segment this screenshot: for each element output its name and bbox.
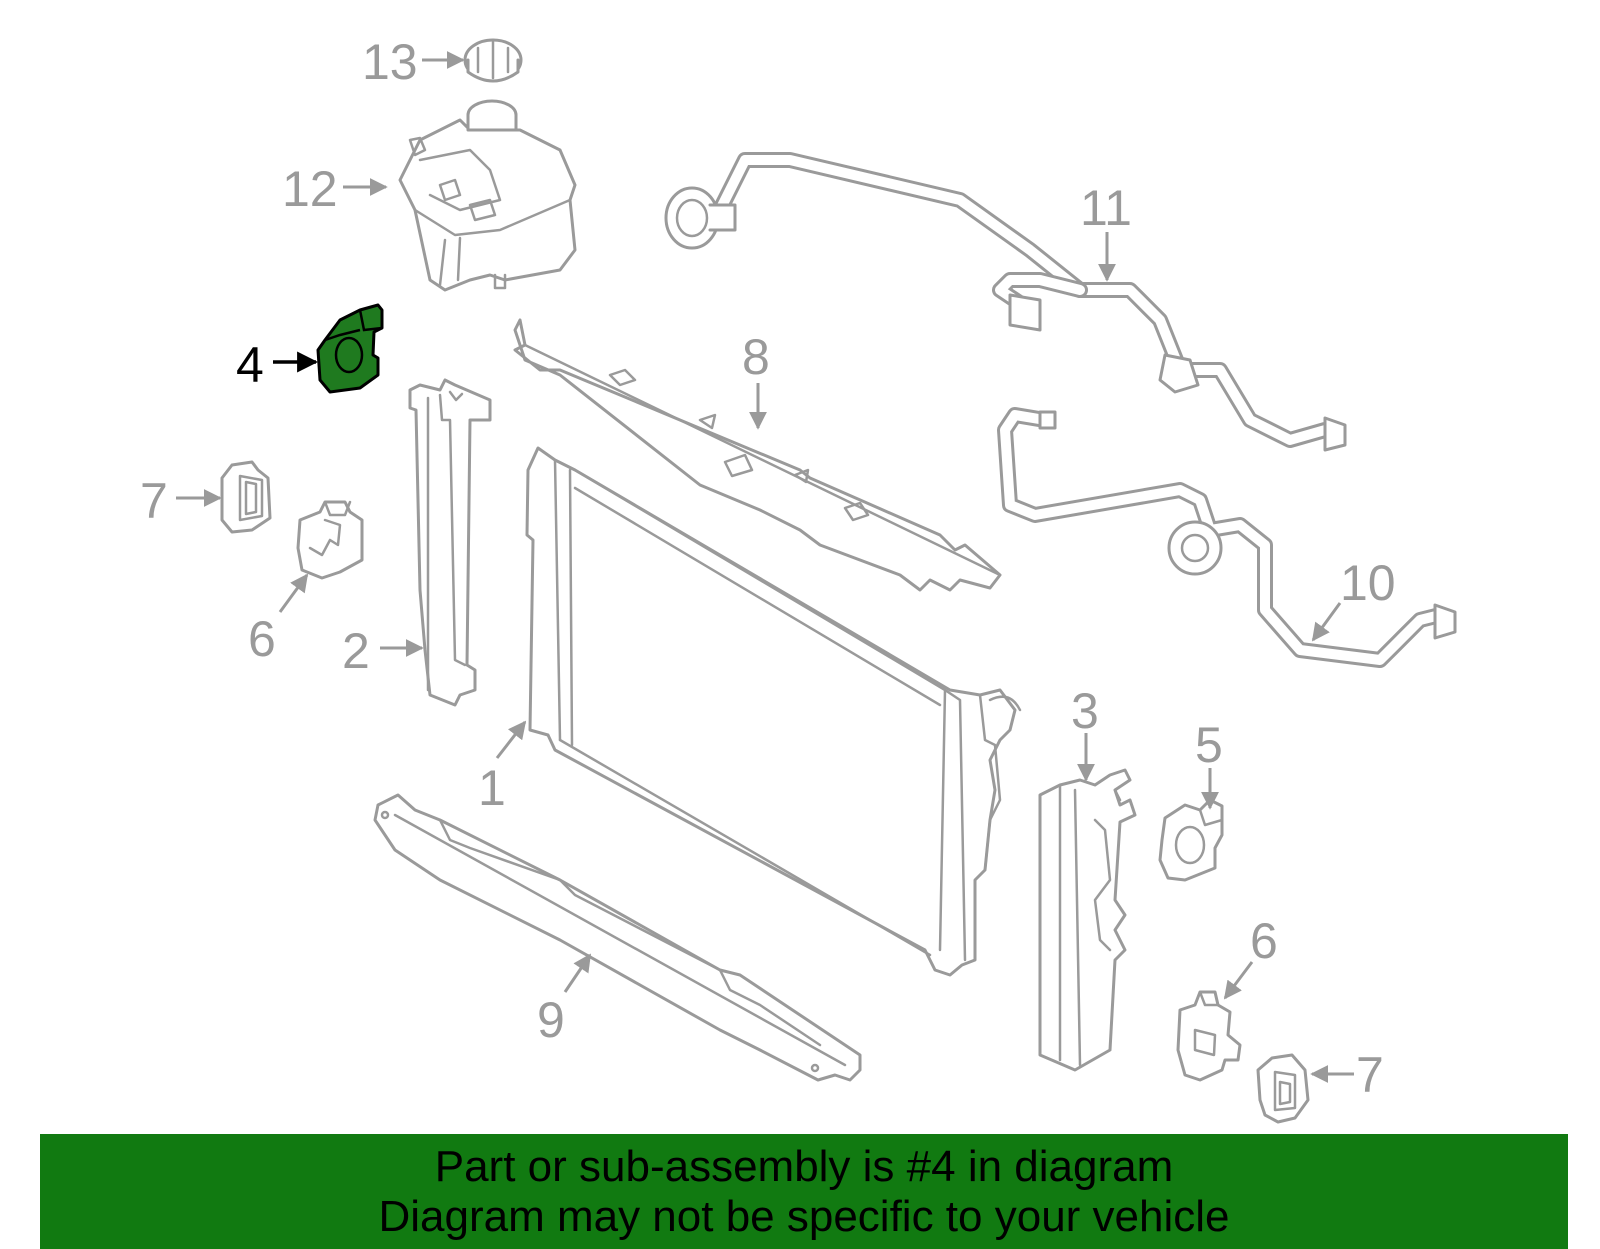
callout-10[interactable]: 10: [1340, 555, 1396, 611]
part-1-radiator[interactable]: [525, 446, 1022, 977]
leader-1: [495, 720, 527, 759]
banner-line-disclaimer: Diagram may not be specific to your vehi…: [378, 1191, 1230, 1241]
banner-line-part-number: Part or sub-assembly is #4 in diagram: [434, 1141, 1174, 1191]
callout-9[interactable]: 9: [537, 992, 565, 1048]
part-13-reservoir-cap[interactable]: [463, 38, 523, 83]
callout-7-right[interactable]: 7: [1356, 1047, 1384, 1103]
callout-7-left[interactable]: 7: [140, 473, 168, 529]
callout-11[interactable]: 11: [1080, 180, 1132, 236]
part-2-left-deflector[interactable]: [408, 378, 492, 707]
callout-13[interactable]: 13: [362, 34, 418, 90]
callout-6-left[interactable]: 6: [248, 611, 276, 667]
leader-9: [563, 953, 592, 993]
callout-5[interactable]: 5: [1195, 717, 1223, 773]
part-7-clip-left[interactable]: [220, 460, 272, 534]
callout-labels: 13 12 11 8 4 7 6 2 1 3 5 10 9 6 7: [140, 34, 1396, 1103]
part-11-upper-hose[interactable]: [664, 152, 1347, 452]
callout-8[interactable]: 8: [742, 329, 770, 385]
callout-1[interactable]: 1: [478, 760, 506, 816]
leader-6-right: [1223, 961, 1254, 1000]
callout-3[interactable]: 3: [1071, 683, 1099, 739]
part-3-right-deflector[interactable]: [1038, 768, 1137, 1072]
part-9-lower-deflector[interactable]: [373, 793, 862, 1082]
part-6-bracket-left[interactable]: [296, 500, 364, 580]
part-12-coolant-reservoir[interactable]: [398, 99, 577, 292]
part-4-bracket-highlighted[interactable]: [316, 303, 384, 394]
callout-12[interactable]: 12: [282, 161, 338, 217]
callout-4[interactable]: 4: [236, 337, 264, 393]
part-7-clip-right[interactable]: [1256, 1053, 1310, 1124]
leader-10: [1311, 602, 1342, 642]
part-6-bracket-right[interactable]: [1176, 990, 1242, 1082]
part-8-upper-deflector[interactable]: [513, 318, 1002, 592]
leader-6-left: [278, 573, 309, 613]
leader-lines: [176, 51, 1354, 1083]
callout-6-right[interactable]: 6: [1250, 913, 1278, 969]
callout-2[interactable]: 2: [342, 623, 370, 679]
part-10-lower-hose[interactable]: [997, 407, 1457, 668]
info-banner: Part or sub-assembly is #4 in diagram Di…: [40, 1134, 1568, 1249]
part-5-bracket[interactable]: [1158, 798, 1224, 882]
